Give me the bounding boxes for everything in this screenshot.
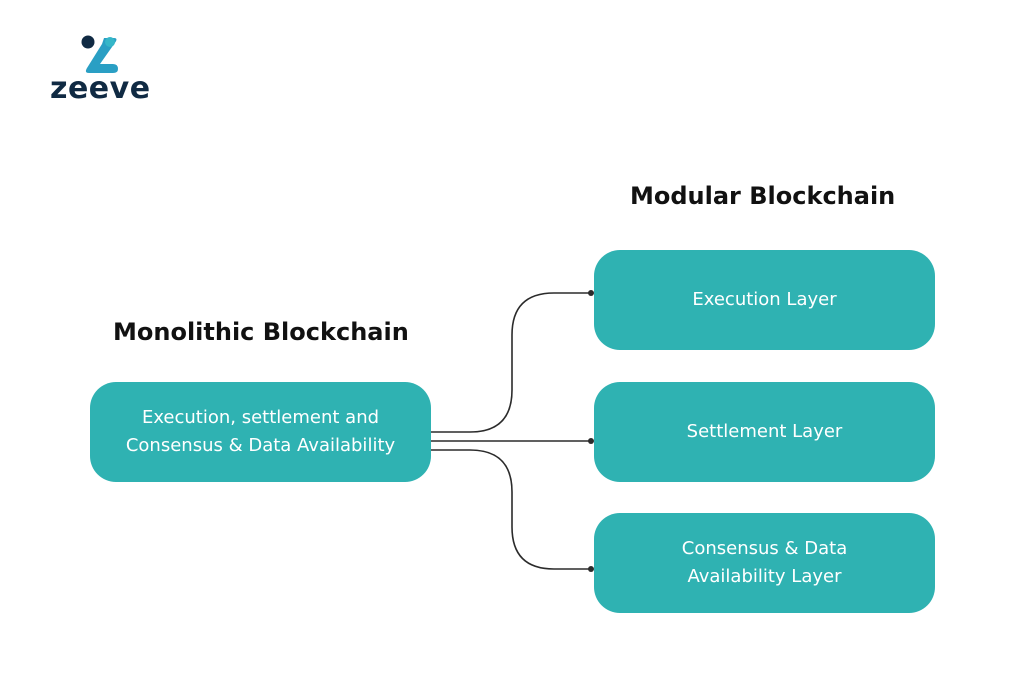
connector-dot-execution	[588, 290, 594, 296]
zeeve-wordmark: zeeve	[50, 71, 151, 106]
monolithic-blockchain-box: Execution, settlement and Consensus & Da…	[90, 382, 431, 482]
modular-blockchain-title: Modular Blockchain	[630, 182, 896, 210]
monolithic-blockchain-title: Monolithic Blockchain	[113, 318, 409, 346]
consensus-layer-label-line-1: Consensus & Data	[681, 538, 848, 559]
monolithic-box-line-2: Consensus & Data Availability	[125, 435, 396, 456]
execution-layer-box: Execution Layer	[594, 250, 935, 350]
consensus-layer-label-line-2: Availability Layer	[687, 566, 842, 587]
connector-to-consensus-layer	[431, 449, 591, 570]
consensus-data-availability-layer-box: Consensus & Data Availability Layer	[594, 513, 935, 613]
connector-to-execution-layer	[431, 292, 591, 433]
zeeve-logo-icon	[81, 35, 118, 73]
connector-dot-consensus	[588, 566, 594, 572]
zeeve-logo[interactable]: zeeve	[50, 34, 155, 106]
monolithic-box-line-1: Execution, settlement and	[141, 407, 380, 428]
execution-layer-label: Execution Layer	[692, 289, 837, 310]
connector-dot-settlement	[588, 438, 594, 444]
settlement-layer-box: Settlement Layer	[594, 382, 935, 482]
settlement-layer-label: Settlement Layer	[686, 421, 843, 442]
